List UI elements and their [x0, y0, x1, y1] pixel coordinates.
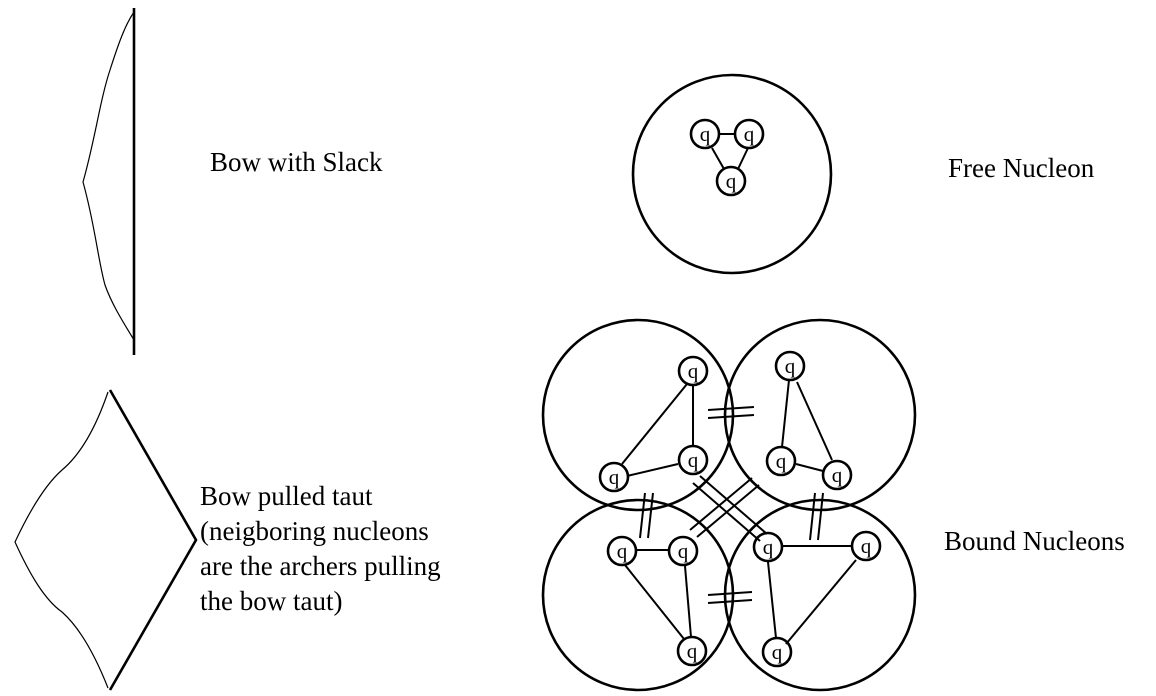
- svg-text:q: q: [609, 465, 620, 489]
- bond-double-line: [707, 406, 755, 419]
- nucleon-boundary: [723, 498, 917, 692]
- quark: q: [667, 535, 699, 567]
- svg-text:q: q: [688, 359, 699, 383]
- bound-nucleons: q q q q q q q q q q q q Bound Nucleons: [541, 318, 1125, 692]
- quark: q: [821, 459, 853, 491]
- free-nucleon-label: Free Nucleon: [948, 153, 1095, 183]
- quark-link: [796, 381, 833, 461]
- quark-link: [795, 463, 824, 472]
- bond-double-line: [707, 591, 753, 604]
- quark: q: [676, 635, 708, 667]
- quark-link: [626, 463, 679, 477]
- bond-double-line: [809, 492, 824, 541]
- quark-link: [684, 565, 692, 638]
- svg-text:q: q: [617, 539, 628, 563]
- svg-text:q: q: [785, 354, 796, 378]
- quark: q: [850, 530, 882, 562]
- svg-text:q: q: [678, 539, 689, 563]
- quark: q: [689, 118, 721, 150]
- bow-taut-label-line-1: Bow pulled taut: [200, 481, 373, 511]
- svg-text:q: q: [687, 639, 698, 663]
- quark-link: [737, 147, 749, 170]
- bond-double-line: [639, 492, 654, 539]
- quark-link: [621, 383, 688, 465]
- bow-with-slack: Bow with Slack: [82, 8, 383, 355]
- quark-link: [781, 379, 790, 448]
- bow-taut-label-line-4: the bow taut): [200, 586, 342, 616]
- nucleon-boundary: [723, 318, 917, 512]
- quark: q: [752, 531, 784, 563]
- bow-taut-label-line-3: are the archers pulling: [200, 551, 441, 581]
- quark: q: [765, 445, 797, 477]
- nucleon-boundary: [541, 498, 735, 692]
- quark-link: [767, 561, 777, 639]
- svg-text:q: q: [744, 122, 755, 146]
- nucleon-boundary: [541, 318, 735, 512]
- quark: q: [774, 350, 806, 382]
- svg-text:q: q: [772, 640, 783, 664]
- svg-text:q: q: [832, 463, 843, 487]
- quark: q: [761, 636, 793, 668]
- free-nucleon-boundary: [631, 73, 833, 275]
- svg-text:q: q: [763, 535, 774, 559]
- quark: q: [677, 355, 709, 387]
- quark: q: [677, 444, 709, 476]
- taut-bow-stave: [108, 389, 198, 691]
- svg-text:q: q: [688, 448, 699, 472]
- svg-text:q: q: [726, 169, 737, 193]
- bound-nucleons-label: Bound Nucleons: [944, 526, 1125, 556]
- free-nucleon: q q q Free Nucleon: [631, 73, 1095, 275]
- slack-bow-string: [82, 11, 135, 341]
- quark-link: [624, 564, 685, 640]
- taut-bow-string: [14, 391, 109, 689]
- quark: q: [606, 535, 638, 567]
- bow-pulled-taut: Bow pulled taut (neigboring nucleons are…: [14, 389, 441, 691]
- svg-text:q: q: [861, 534, 872, 558]
- quark: q: [715, 165, 747, 197]
- svg-text:q: q: [700, 122, 711, 146]
- bow-with-slack-label: Bow with Slack: [210, 147, 383, 177]
- svg-text:q: q: [776, 449, 787, 473]
- quark: q: [733, 118, 765, 150]
- bond-double-line-diagonal: [689, 477, 760, 538]
- quark-link: [785, 559, 857, 645]
- bow-taut-label-line-2: (neigboring nucleons: [200, 516, 429, 546]
- quark-link: [711, 147, 725, 170]
- quark: q: [598, 461, 630, 493]
